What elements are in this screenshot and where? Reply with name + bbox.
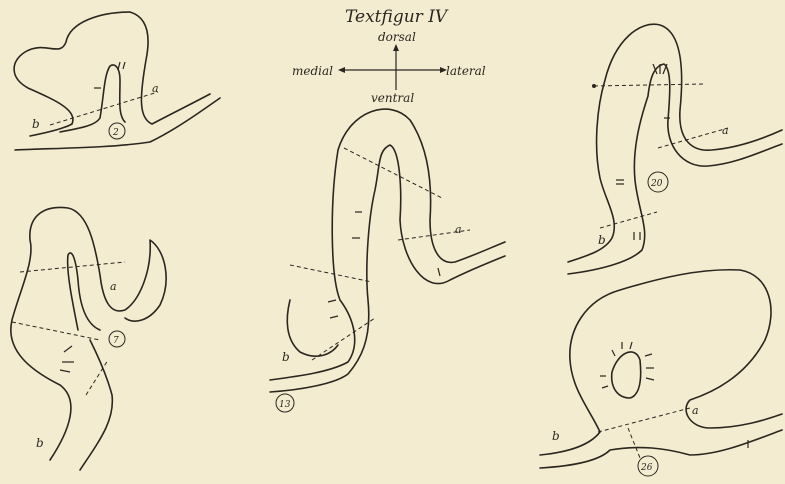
panel-7: a b 7 <box>11 207 166 470</box>
panel-26-cavity <box>612 352 641 398</box>
panel-13: a b 13 <box>270 109 505 412</box>
panel-2-number: 2 <box>112 128 119 138</box>
figure-title: Textfigur IV <box>345 7 449 27</box>
panel-7-label-b: b <box>36 436 44 450</box>
panel-26-cut-line-1 <box>598 408 690 432</box>
panel-7-tail <box>80 340 112 470</box>
arrow-up-icon <box>393 44 399 51</box>
panel-20-marker-dot <box>592 84 596 88</box>
orientation-key: Textfigur IV dorsal medial lateral ventr… <box>292 7 486 105</box>
panel-26-label-a: a <box>692 404 699 417</box>
panel-13-outline-outer <box>270 109 505 380</box>
panel-7-label-a: a <box>110 280 117 293</box>
panel-20-number: 20 <box>650 179 663 189</box>
panel-7-cut-line-2 <box>12 322 100 340</box>
panel-13-label-b: b <box>282 350 290 364</box>
panel-2-label-b: b <box>32 117 40 131</box>
panel-13-cut-line-3 <box>290 265 372 282</box>
panel-2: a b 2 <box>14 12 220 150</box>
panel-13-number: 13 <box>279 400 291 410</box>
panel-20-label-a: a <box>722 124 729 137</box>
panel-7-fold <box>68 253 100 330</box>
panel-7-cut-line-3 <box>86 360 108 395</box>
panel-13-tick <box>328 300 336 302</box>
panel-26-tick <box>602 386 608 388</box>
panel-2-outline-outer <box>15 98 220 150</box>
panel-13-cut-line-1 <box>344 148 442 198</box>
panel-13-tick <box>438 268 440 276</box>
panel-26-number: 26 <box>640 463 653 473</box>
panel-26-tick <box>646 378 654 380</box>
panel-20-cut-line-3 <box>600 212 657 228</box>
panel-2-tick <box>123 62 125 69</box>
panel-26-tick <box>612 350 615 356</box>
label-ventral: ventral <box>371 91 414 105</box>
panel-2-fold <box>60 65 125 132</box>
panel-7-number: 7 <box>113 336 119 346</box>
label-dorsal: dorsal <box>378 30 416 44</box>
panel-26-tick <box>630 342 632 349</box>
arrow-left-icon <box>338 67 345 73</box>
panel-2-tick <box>118 62 120 70</box>
panel-2-outline-inner <box>14 12 210 136</box>
panel-7-tick <box>60 370 70 372</box>
panel-2-label-a: a <box>152 82 159 95</box>
panel-13-label-a: a <box>455 223 462 236</box>
panel-7-tick <box>64 346 72 352</box>
label-medial: medial <box>292 64 333 78</box>
panel-20-label-b: b <box>598 233 606 247</box>
panel-26-outline-inner <box>540 430 782 468</box>
panel-7-outline <box>11 207 166 460</box>
panel-20: a b 20 <box>568 24 782 274</box>
panel-26: a b 26 <box>540 270 782 476</box>
panel-13-tick <box>330 316 338 318</box>
panel-26-cut-line-2 <box>628 428 640 458</box>
panel-26-label-b: b <box>552 429 560 443</box>
label-lateral: lateral <box>446 64 486 78</box>
panel-26-outline-outer <box>540 270 782 455</box>
panel-26-tick <box>645 354 652 356</box>
panel-7-cut-line-1 <box>20 262 125 272</box>
